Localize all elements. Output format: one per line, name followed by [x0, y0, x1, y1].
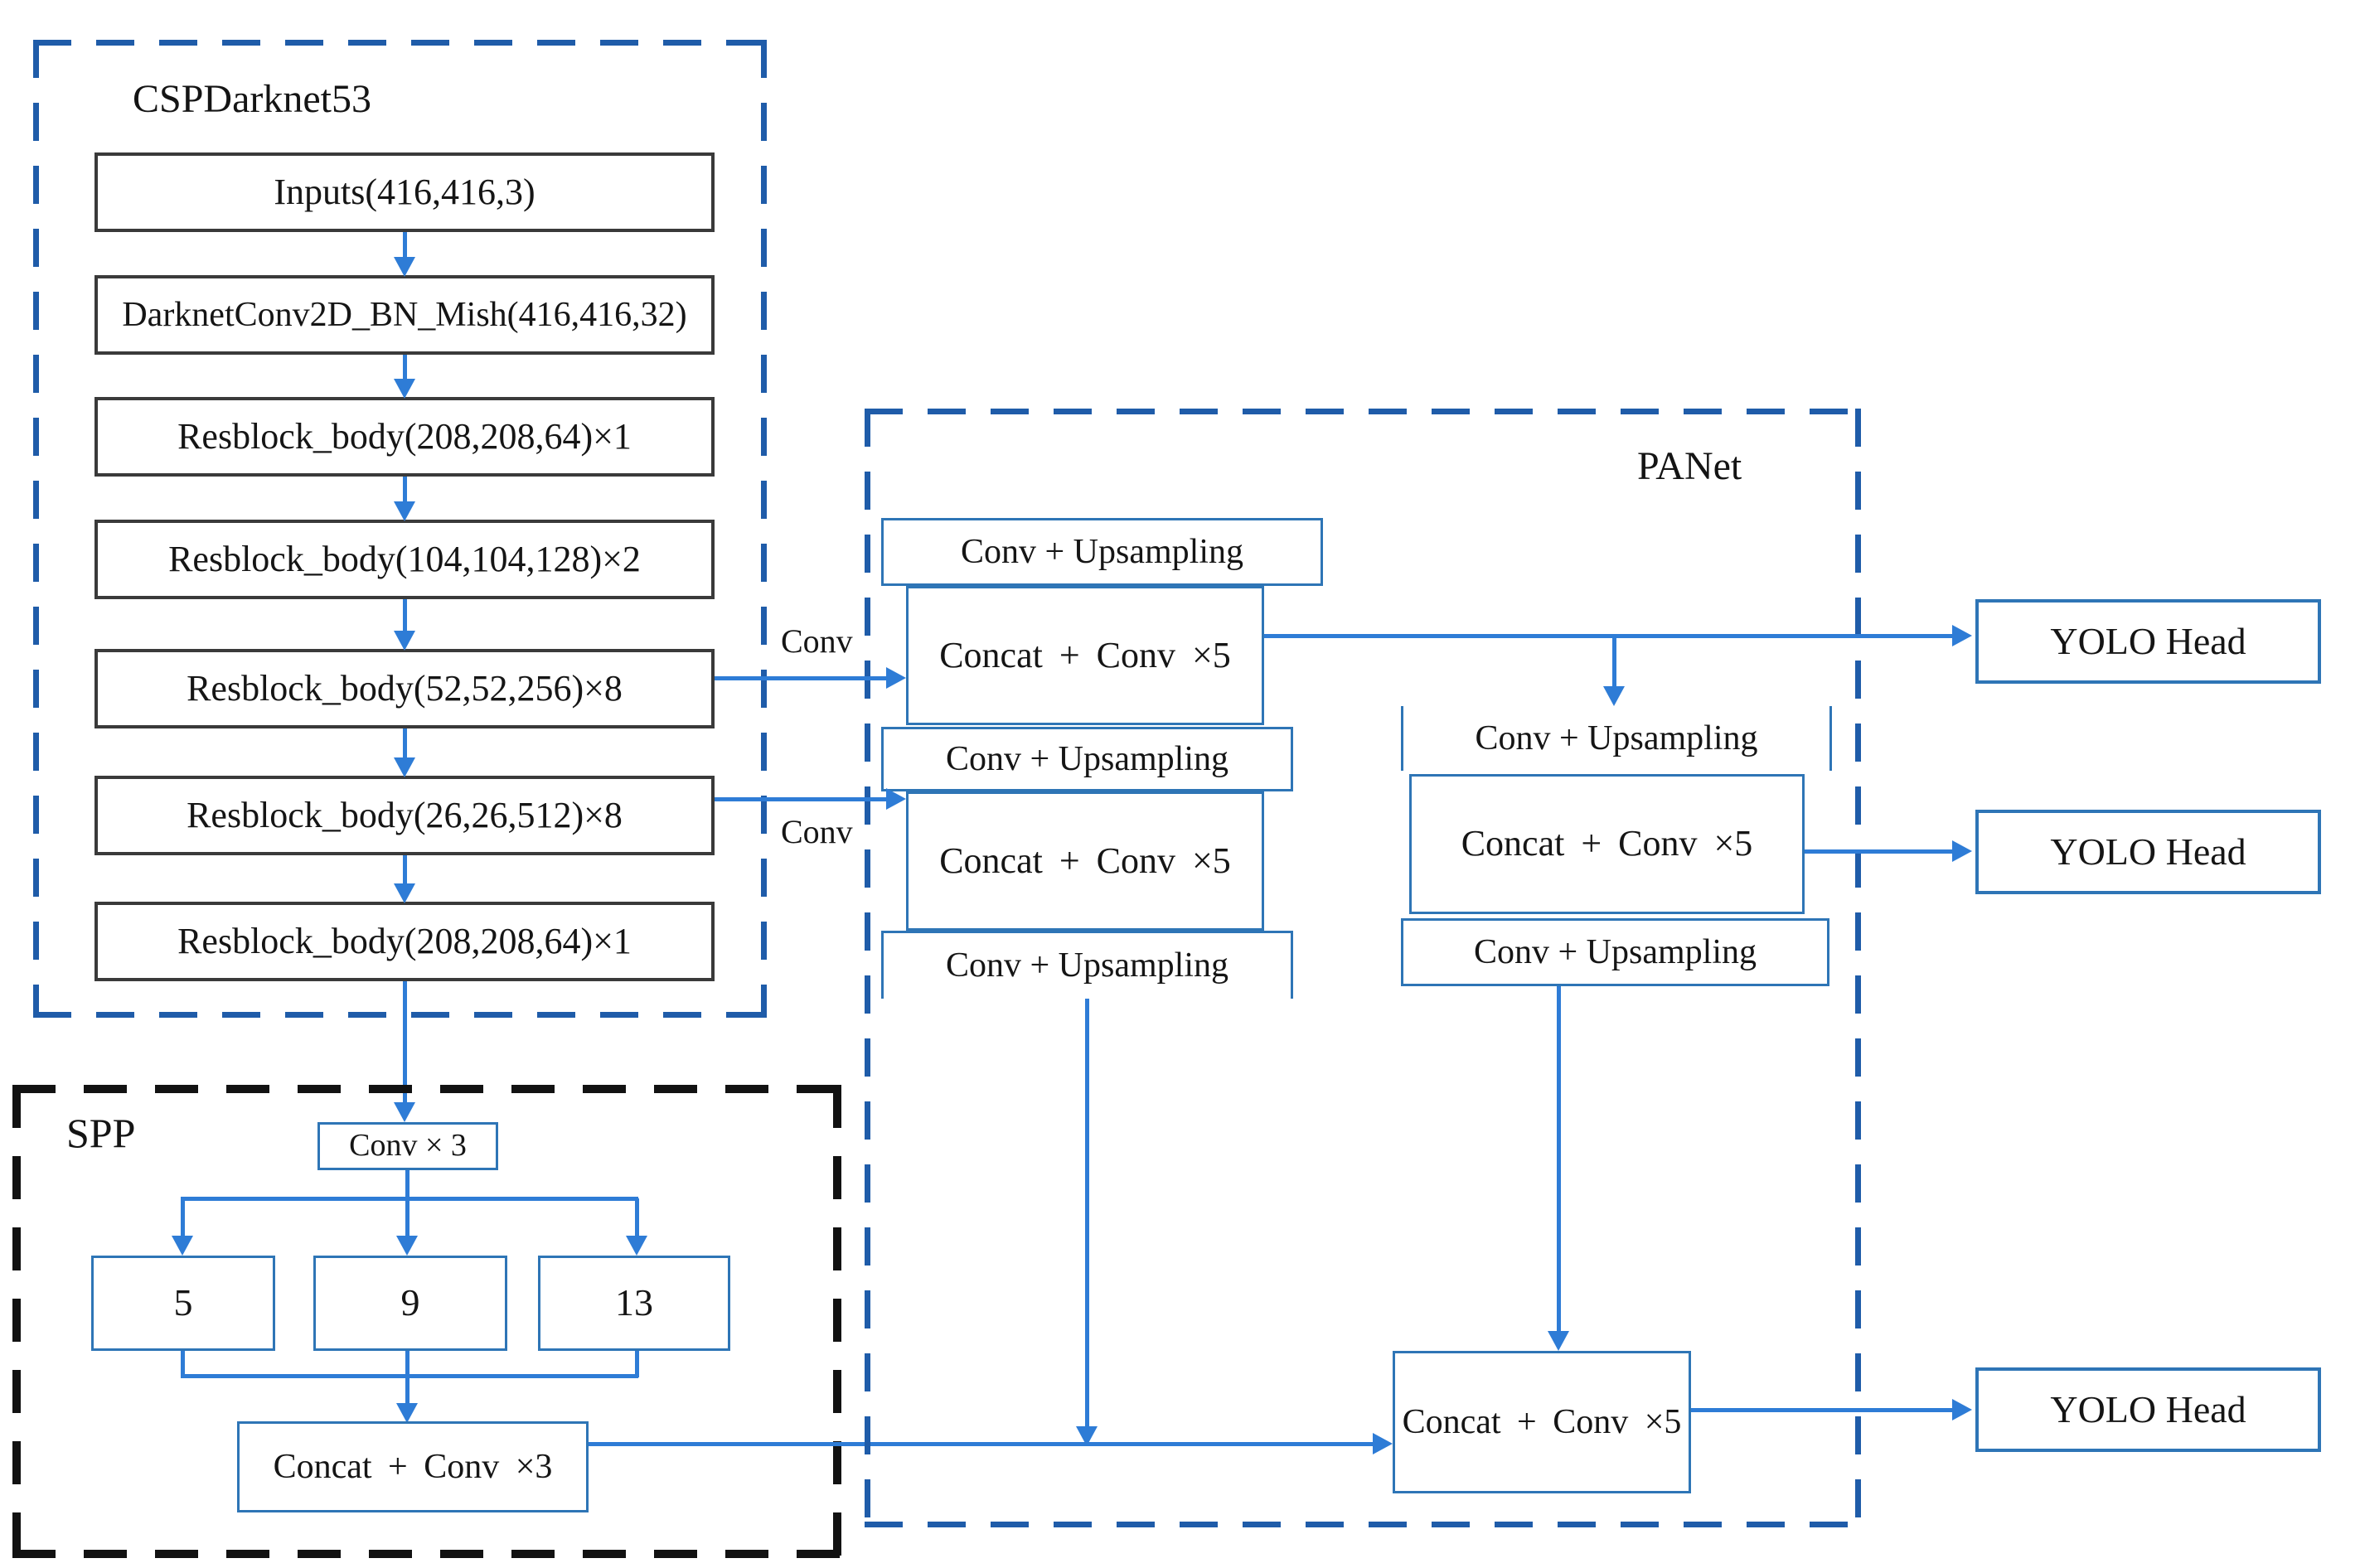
backbone-to-spp-arrow	[394, 981, 415, 1122]
panel-border	[12, 1550, 841, 1558]
spp-merge-line	[181, 1374, 638, 1378]
yolo-head-box: YOLO Head	[1975, 1367, 2321, 1452]
spp-merge-stem	[635, 1351, 639, 1377]
backbone-block-resblock5: Resblock_body(208,208,64)×1	[94, 902, 715, 981]
panet-concat-conv5-box: Concat + Conv ×5	[1409, 774, 1805, 914]
head1-branch-down-arrow	[1603, 636, 1625, 706]
panel-border	[1855, 409, 1861, 1527]
spp-merge-stem	[181, 1351, 185, 1377]
panel-border	[12, 1085, 841, 1093]
spp-concat-box: Concat + Conv ×3	[237, 1421, 589, 1512]
backbone-block-resblock2: Resblock_body(104,104,128)×2	[94, 520, 715, 599]
panel-border	[33, 40, 39, 1018]
flow-arrow-down	[394, 855, 415, 903]
flow-arrow-down	[394, 728, 415, 777]
panet-conv-upsampling-box: Conv + Upsampling	[1401, 918, 1829, 986]
flow-arrow-down	[394, 232, 415, 277]
backbone-lateral-conv-arrow	[715, 788, 906, 810]
panel-border	[865, 409, 870, 1527]
panet-conv-upsampling-box: Conv + Upsampling	[881, 518, 1323, 586]
backbone-block-resblock4: Resblock_body(26,26,512)×8	[94, 776, 715, 855]
backbone-panel	[33, 40, 767, 1018]
panel-border	[33, 40, 767, 46]
conv-edge-label: Conv	[781, 813, 853, 850]
panet-conv-upsampling-box: Conv + Upsampling	[881, 727, 1293, 791]
panel-border	[865, 1522, 1861, 1527]
panel-border	[833, 1085, 841, 1558]
spp-pool-arrow	[626, 1198, 647, 1256]
yolo-head-box: YOLO Head	[1975, 599, 2321, 684]
panet-concat-conv5-box: Concat + Conv ×5	[906, 586, 1264, 725]
spp-pool-arrow	[172, 1198, 193, 1256]
panel-border	[865, 409, 1861, 414]
backbone-title: CSPDarknet53	[133, 77, 371, 121]
spp-concat-arrow	[396, 1376, 418, 1423]
spp-pool-arrow	[396, 1198, 418, 1256]
panel-border	[12, 1085, 21, 1558]
flow-arrow-down	[394, 355, 415, 399]
spp-merge-stem	[405, 1351, 409, 1377]
panet-downsample-drop-arrow	[1076, 999, 1098, 1446]
spp-conv3-box: Conv × 3	[317, 1122, 498, 1170]
panet-bottom-concat-conv5-box: Concat + Conv ×5	[1393, 1351, 1691, 1493]
flow-arrow-down	[394, 477, 415, 521]
backbone-block-inputs: Inputs(416,416,3)	[94, 152, 715, 232]
yolo-head-box: YOLO Head	[1975, 810, 2321, 894]
conv-edge-label: Conv	[781, 622, 853, 660]
panel-border	[761, 40, 767, 1018]
spp-pool-13-box: 13	[538, 1256, 730, 1351]
panet-to-head2-arrow	[1805, 840, 1972, 862]
spp-panel	[12, 1085, 841, 1558]
panet-to-head3-arrow	[1691, 1399, 1972, 1420]
spp-title: SPP	[66, 1110, 136, 1156]
panet-title: PANet	[1637, 444, 1742, 488]
flow-arrow-down	[394, 599, 415, 651]
panet-right-column-drop-arrow	[1548, 986, 1569, 1351]
panet-conv-upsampling-box: Conv + Upsampling	[881, 931, 1293, 999]
panet-panel	[865, 409, 1861, 1527]
backbone-block-darknetconv: DarknetConv2D_BN_Mish(416,416,32)	[94, 275, 715, 355]
spp-split-stem	[405, 1170, 409, 1200]
spp-to-panet-arrow	[589, 1433, 1393, 1454]
spp-pool-5-box: 5	[91, 1256, 275, 1351]
spp-pool-9-box: 9	[313, 1256, 507, 1351]
panet-conv-upsampling-box: Conv + Upsampling	[1401, 706, 1832, 771]
backbone-block-resblock1: Resblock_body(208,208,64)×1	[94, 397, 715, 477]
spp-split-line	[181, 1197, 638, 1201]
backbone-lateral-conv-arrow	[715, 667, 906, 689]
panet-to-head1-arrow	[1264, 625, 1972, 646]
panel-border	[33, 1012, 767, 1018]
panet-concat-conv5-box: Concat + Conv ×5	[906, 791, 1264, 931]
backbone-block-resblock3: Resblock_body(52,52,256)×8	[94, 649, 715, 728]
